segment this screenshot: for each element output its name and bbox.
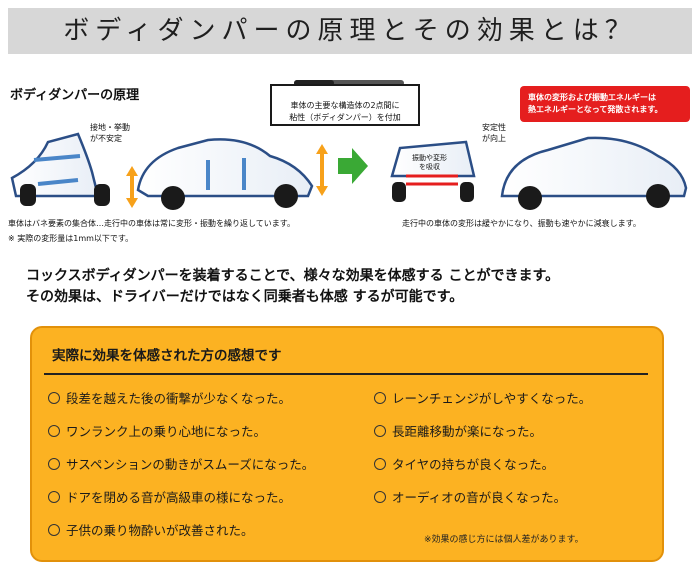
left-note: ※ 実際の変形量は1mm以下です。 <box>8 234 134 243</box>
intro-text: コックスボディダンパーを装着することで、様々な効果を体感する ことができます。 … <box>26 266 696 308</box>
circle-bullet-icon <box>48 392 60 404</box>
feedback-text: レーンチェンジがしやすくなった。 <box>392 391 592 406</box>
panel-header: 実際に効果を体感された方の感想です <box>52 348 282 364</box>
center-box-line: 粘性（ボディダンパー）を付加 <box>289 113 401 122</box>
right-caption: 走行中の車体の変形は緩やかになり、振動も速やかに減衰します。 <box>402 219 641 228</box>
diagram-heading: ボディダンパーの原理 <box>10 88 140 103</box>
stable-label-line: 安定性 <box>482 123 506 132</box>
unstable-label-line: 接地・挙動 <box>90 123 130 132</box>
feedback-item: ドアを閉める音が高級車の様になった。 <box>48 487 291 506</box>
unstable-label-line: が不安定 <box>90 134 122 143</box>
absorb-label-line: を吸収 <box>419 163 440 171</box>
absorb-label-line: 振動や変形 <box>412 154 447 162</box>
circle-bullet-icon <box>374 458 386 470</box>
left-caption: 車体はバネ要素の集合体…走行中の車体は常に変形・振動を繰り返しています。 <box>8 219 295 228</box>
center-box-line: 車体の主要な構造体の2点間に <box>290 101 400 110</box>
energy-note-line: 熱エネルギーとなって発散されます。 <box>528 105 663 114</box>
feedback-item: 子供の乗り物酔いが改善された。 <box>48 520 254 539</box>
stable-car-illustration <box>390 136 688 198</box>
deformation-arrows <box>33 154 246 190</box>
intro-line: その効果は、ドライバーだけではなく同乗者も体感 するが可能です。 <box>26 289 464 305</box>
unstable-car-wheels <box>20 184 298 210</box>
panel-footnote: ※効果の感じ方には個人差があります。 <box>424 535 584 545</box>
energy-note-line: 車体の変形および振動エネルギーは <box>528 93 656 102</box>
feedback-item: 段差を越えた後の衝撃が少なくなった。 <box>48 388 291 407</box>
feedback-text: 長距離移動が楽になった。 <box>392 424 543 439</box>
intro-line: コックスボディダンパーを装着することで、様々な効果を体感する ことができます。 <box>26 268 560 284</box>
circle-bullet-icon <box>374 392 386 404</box>
circle-bullet-icon <box>48 425 60 437</box>
center-explanation-box: 車体の主要な構造体の2点間に 粘性（ボディダンパー）を付加 <box>270 84 420 126</box>
feedback-item: レーンチェンジがしやすくなった。 <box>374 388 591 407</box>
feedback-text: 段差を越えた後の衝撃が少なくなった。 <box>66 391 292 406</box>
feedback-item: オーディオの音が良くなった。 <box>374 487 566 506</box>
stable-label-line: が向上 <box>482 134 506 143</box>
stable-label: 安定性 が向上 <box>482 122 506 144</box>
circle-bullet-icon <box>48 458 60 470</box>
stable-car-wheels <box>392 182 670 210</box>
page-title: ボディダンパーの原理とその効果とは？ <box>63 16 637 46</box>
vibration-arrows <box>126 144 328 208</box>
principle-diagram: ボディダンパーの原理 車体の主要な構造体の2点間に 粘性（ボディダンパー）を付加… <box>8 78 692 248</box>
panel-divider <box>44 373 648 375</box>
title-bar: ボディダンパーの原理とその効果とは？ <box>8 8 692 54</box>
absorb-label: 振動や変形 を吸収 <box>412 154 447 172</box>
circle-bullet-icon <box>374 491 386 503</box>
circle-bullet-icon <box>48 491 60 503</box>
feedback-panel: 実際に効果を体感された方の感想です 段差を越えた後の衝撃が少なくなった。 ワンラ… <box>30 326 664 562</box>
feedback-item: タイヤの持ちが良くなった。 <box>374 454 554 473</box>
feedback-item: 長距離移動が楽になった。 <box>374 421 542 440</box>
feedback-text: サスペンションの動きがスムーズになった。 <box>66 457 315 472</box>
feedback-text: ワンランク上の乗り心地になった。 <box>66 424 267 439</box>
unstable-label: 接地・挙動 が不安定 <box>90 122 130 144</box>
circle-bullet-icon <box>48 524 60 536</box>
circle-bullet-icon <box>374 425 386 437</box>
transition-arrow <box>338 148 368 184</box>
feedback-text: タイヤの持ちが良くなった。 <box>392 457 555 472</box>
feedback-text: オーディオの音が良くなった。 <box>392 490 567 505</box>
feedback-text: 子供の乗り物酔いが改善された。 <box>66 523 254 538</box>
feedback-item: サスペンションの動きがスムーズになった。 <box>48 454 314 473</box>
energy-note: 車体の変形および振動エネルギーは 熱エネルギーとなって発散されます。 <box>520 86 690 122</box>
diagram-illustration <box>10 80 688 210</box>
feedback-item: ワンランク上の乗り心地になった。 <box>48 421 266 440</box>
unstable-car-illustration <box>10 132 314 198</box>
feedback-text: ドアを閉める音が高級車の様になった。 <box>66 490 292 505</box>
damper-red-lines <box>406 174 458 186</box>
